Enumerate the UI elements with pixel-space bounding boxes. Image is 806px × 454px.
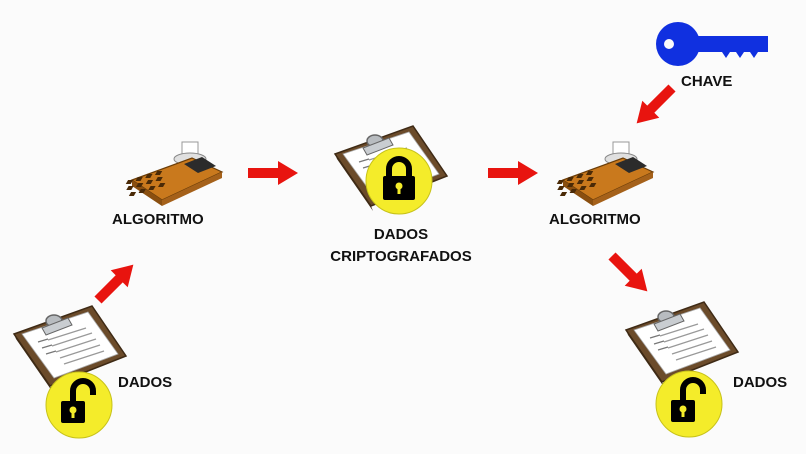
padlock-open-icon-input	[46, 372, 112, 438]
key-icon	[656, 22, 768, 66]
arrow-icon-encrypted-to-algorithm	[488, 161, 538, 185]
label-algorithm-encrypt: ALGORITMO	[112, 211, 204, 228]
padlock-closed-icon-encrypted	[366, 148, 432, 214]
arrow-icon-data-to-algorithm	[89, 256, 142, 309]
calculator-icon-decrypt	[556, 141, 654, 207]
arrow-icon-key-to-algorithm	[628, 79, 681, 132]
label-data-input: DADOS	[118, 374, 173, 391]
calculator-icon-encrypt	[125, 141, 223, 207]
arrow-icon-algorithm-to-data	[603, 247, 656, 300]
label-encrypted-data: DADOS CRIPTOGRAFADOS	[330, 226, 472, 265]
label-data-output: DADOS	[733, 374, 788, 391]
label-key: CHAVE	[681, 73, 733, 90]
label-algorithm-decrypt: ALGORITMO	[549, 211, 641, 228]
arrow-icon-algorithm-to-encrypted	[248, 161, 298, 185]
padlock-open-icon-output	[656, 371, 722, 437]
